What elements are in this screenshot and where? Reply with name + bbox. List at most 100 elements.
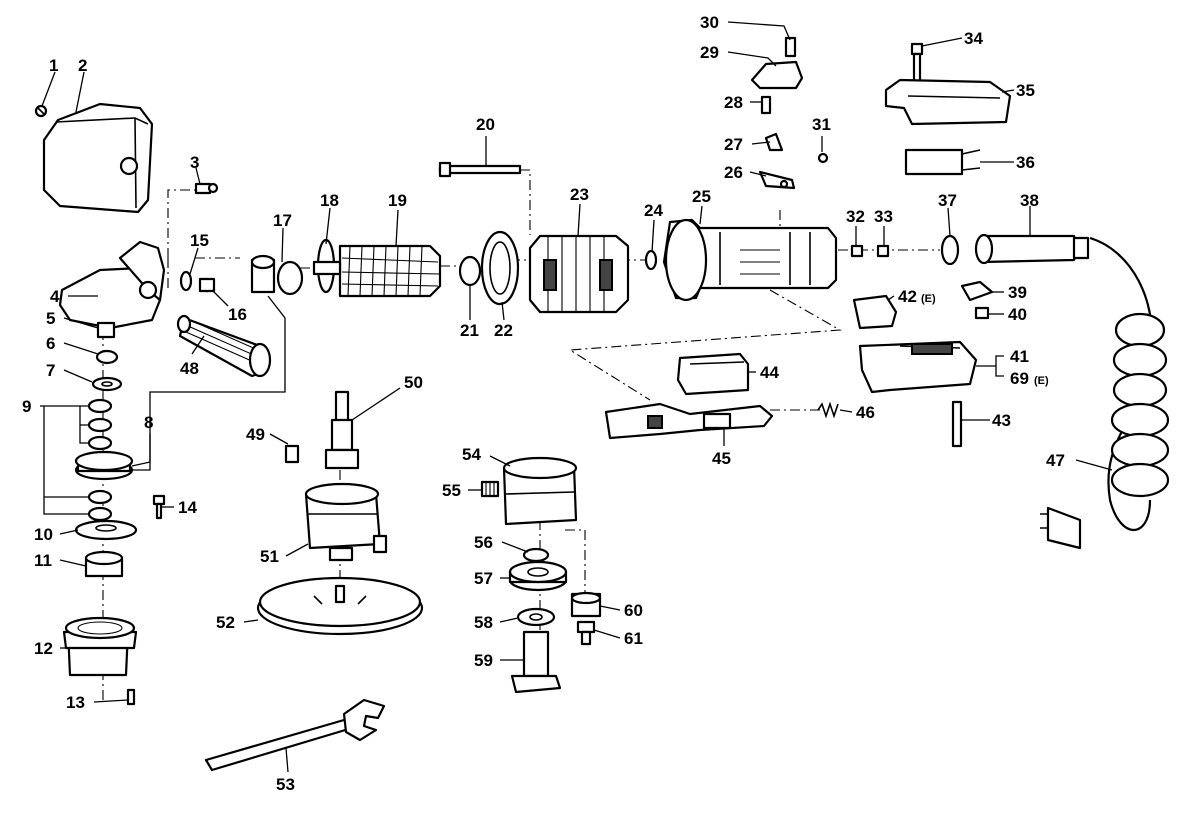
part-8-gear (74, 450, 134, 481)
part-47-power-cord (1040, 236, 1170, 550)
part-22-baffle (480, 230, 520, 306)
part-12-sleeve (62, 616, 138, 677)
part-40-screw (974, 306, 990, 320)
part-29-cap (750, 60, 804, 90)
label-17: 17 (273, 211, 292, 230)
part-19-armature (312, 244, 442, 298)
label-42-suffix: (E) (921, 293, 936, 305)
label-61: 61 (624, 629, 643, 648)
part-23-field (528, 234, 630, 314)
part-37-bearing (940, 234, 960, 266)
label-3: 3 (190, 153, 199, 172)
label-32: 32 (846, 207, 865, 226)
label-33: 33 (874, 207, 893, 226)
part-60-cap-nut (570, 591, 602, 618)
label-13: 13 (66, 693, 85, 712)
label-9: 9 (22, 397, 31, 416)
part-41-handle-base (858, 340, 978, 394)
part-15-ring (179, 270, 193, 292)
label-43: 43 (992, 411, 1011, 430)
label-18: 18 (320, 191, 339, 210)
label-19: 19 (388, 191, 407, 210)
label-11: 11 (34, 551, 52, 570)
part-57-bearing (508, 560, 568, 592)
label-28: 28 (724, 93, 743, 112)
part-52-sanding-pad (256, 576, 424, 636)
part-27-clip (764, 132, 784, 152)
part-28-screw (760, 95, 772, 115)
part-51-eccentric-bearing (304, 482, 388, 562)
part-1-screw (34, 104, 48, 118)
part-4-gear-housing (58, 240, 166, 330)
label-39: 39 (1008, 283, 1027, 302)
label-21: 21 (460, 321, 479, 340)
part-17-bearing (250, 254, 276, 294)
label-8: 8 (144, 413, 153, 432)
label-52: 52 (216, 613, 235, 632)
label-34: 34 (964, 29, 983, 48)
part-46-spring (817, 401, 839, 419)
label-31: 31 (812, 115, 831, 134)
part-45-cable-connector (604, 402, 774, 440)
label-51: 51 (260, 547, 279, 566)
part-11-nut (84, 550, 124, 578)
label-23: 23 (570, 185, 589, 204)
part-2-gear-cover (42, 102, 154, 214)
label-57: 57 (474, 569, 493, 588)
label-49: 49 (246, 425, 265, 444)
label-30: 30 (700, 13, 719, 32)
part-35-switch-cover (884, 78, 1012, 126)
part-32-spacer (850, 244, 864, 258)
part-33-nut (876, 244, 890, 258)
part-30-screw (784, 36, 797, 58)
leader-lines (40, 21, 1113, 773)
part-24-ring (644, 249, 658, 271)
part-25-motor-housing (662, 218, 838, 302)
label-56: 56 (474, 533, 493, 552)
part-56-spring-washer (522, 547, 550, 563)
label-29: 29 (700, 43, 719, 62)
part-31-nut (817, 152, 829, 164)
part-5-bearing (96, 321, 116, 339)
label-24: 24 (644, 201, 663, 220)
label-59: 59 (474, 651, 493, 670)
part-58-washer (516, 607, 556, 627)
label-35: 35 (1016, 81, 1035, 100)
label-53: 53 (276, 775, 295, 794)
label-22: 22 (494, 321, 513, 340)
label-16: 16 (228, 305, 247, 324)
part-53-wrench (204, 698, 386, 772)
part-3-screw (194, 182, 219, 195)
part-36-switch-slider (904, 148, 981, 176)
part-labels: 1 2 3 4 5 6 7 8 9 10 11 12 13 14 15 16 1… (22, 13, 1065, 794)
label-60: 60 (624, 601, 643, 620)
label-47: 47 (1046, 451, 1065, 470)
part-49-cap (284, 444, 300, 464)
part-38-rear-handle (974, 233, 1090, 265)
label-7: 7 (46, 361, 55, 380)
label-5: 5 (46, 309, 55, 328)
part-7-washer (91, 376, 123, 392)
part-26-brush-holder (758, 170, 796, 190)
label-6: 6 (46, 334, 55, 353)
label-50: 50 (404, 373, 423, 392)
label-69-suffix: (E) (1034, 375, 1049, 387)
part-59-spindle (510, 630, 562, 694)
label-27: 27 (724, 135, 743, 154)
part-13-screw (126, 688, 136, 706)
part-10-flange (74, 519, 138, 541)
part-54-counterweight (502, 456, 578, 526)
part-14-screw (152, 494, 166, 520)
label-15: 15 (190, 231, 209, 250)
label-45: 45 (712, 449, 731, 468)
part-42-brush (852, 294, 898, 330)
part-20-screw (438, 161, 522, 178)
label-55: 55 (442, 481, 461, 500)
label-54: 54 (462, 445, 481, 464)
label-20: 20 (476, 115, 495, 134)
part-48-side-handle (176, 314, 272, 378)
part-50-shaft (324, 390, 360, 470)
part-21-bearing (458, 255, 482, 287)
part-9-bearings (87, 398, 113, 522)
